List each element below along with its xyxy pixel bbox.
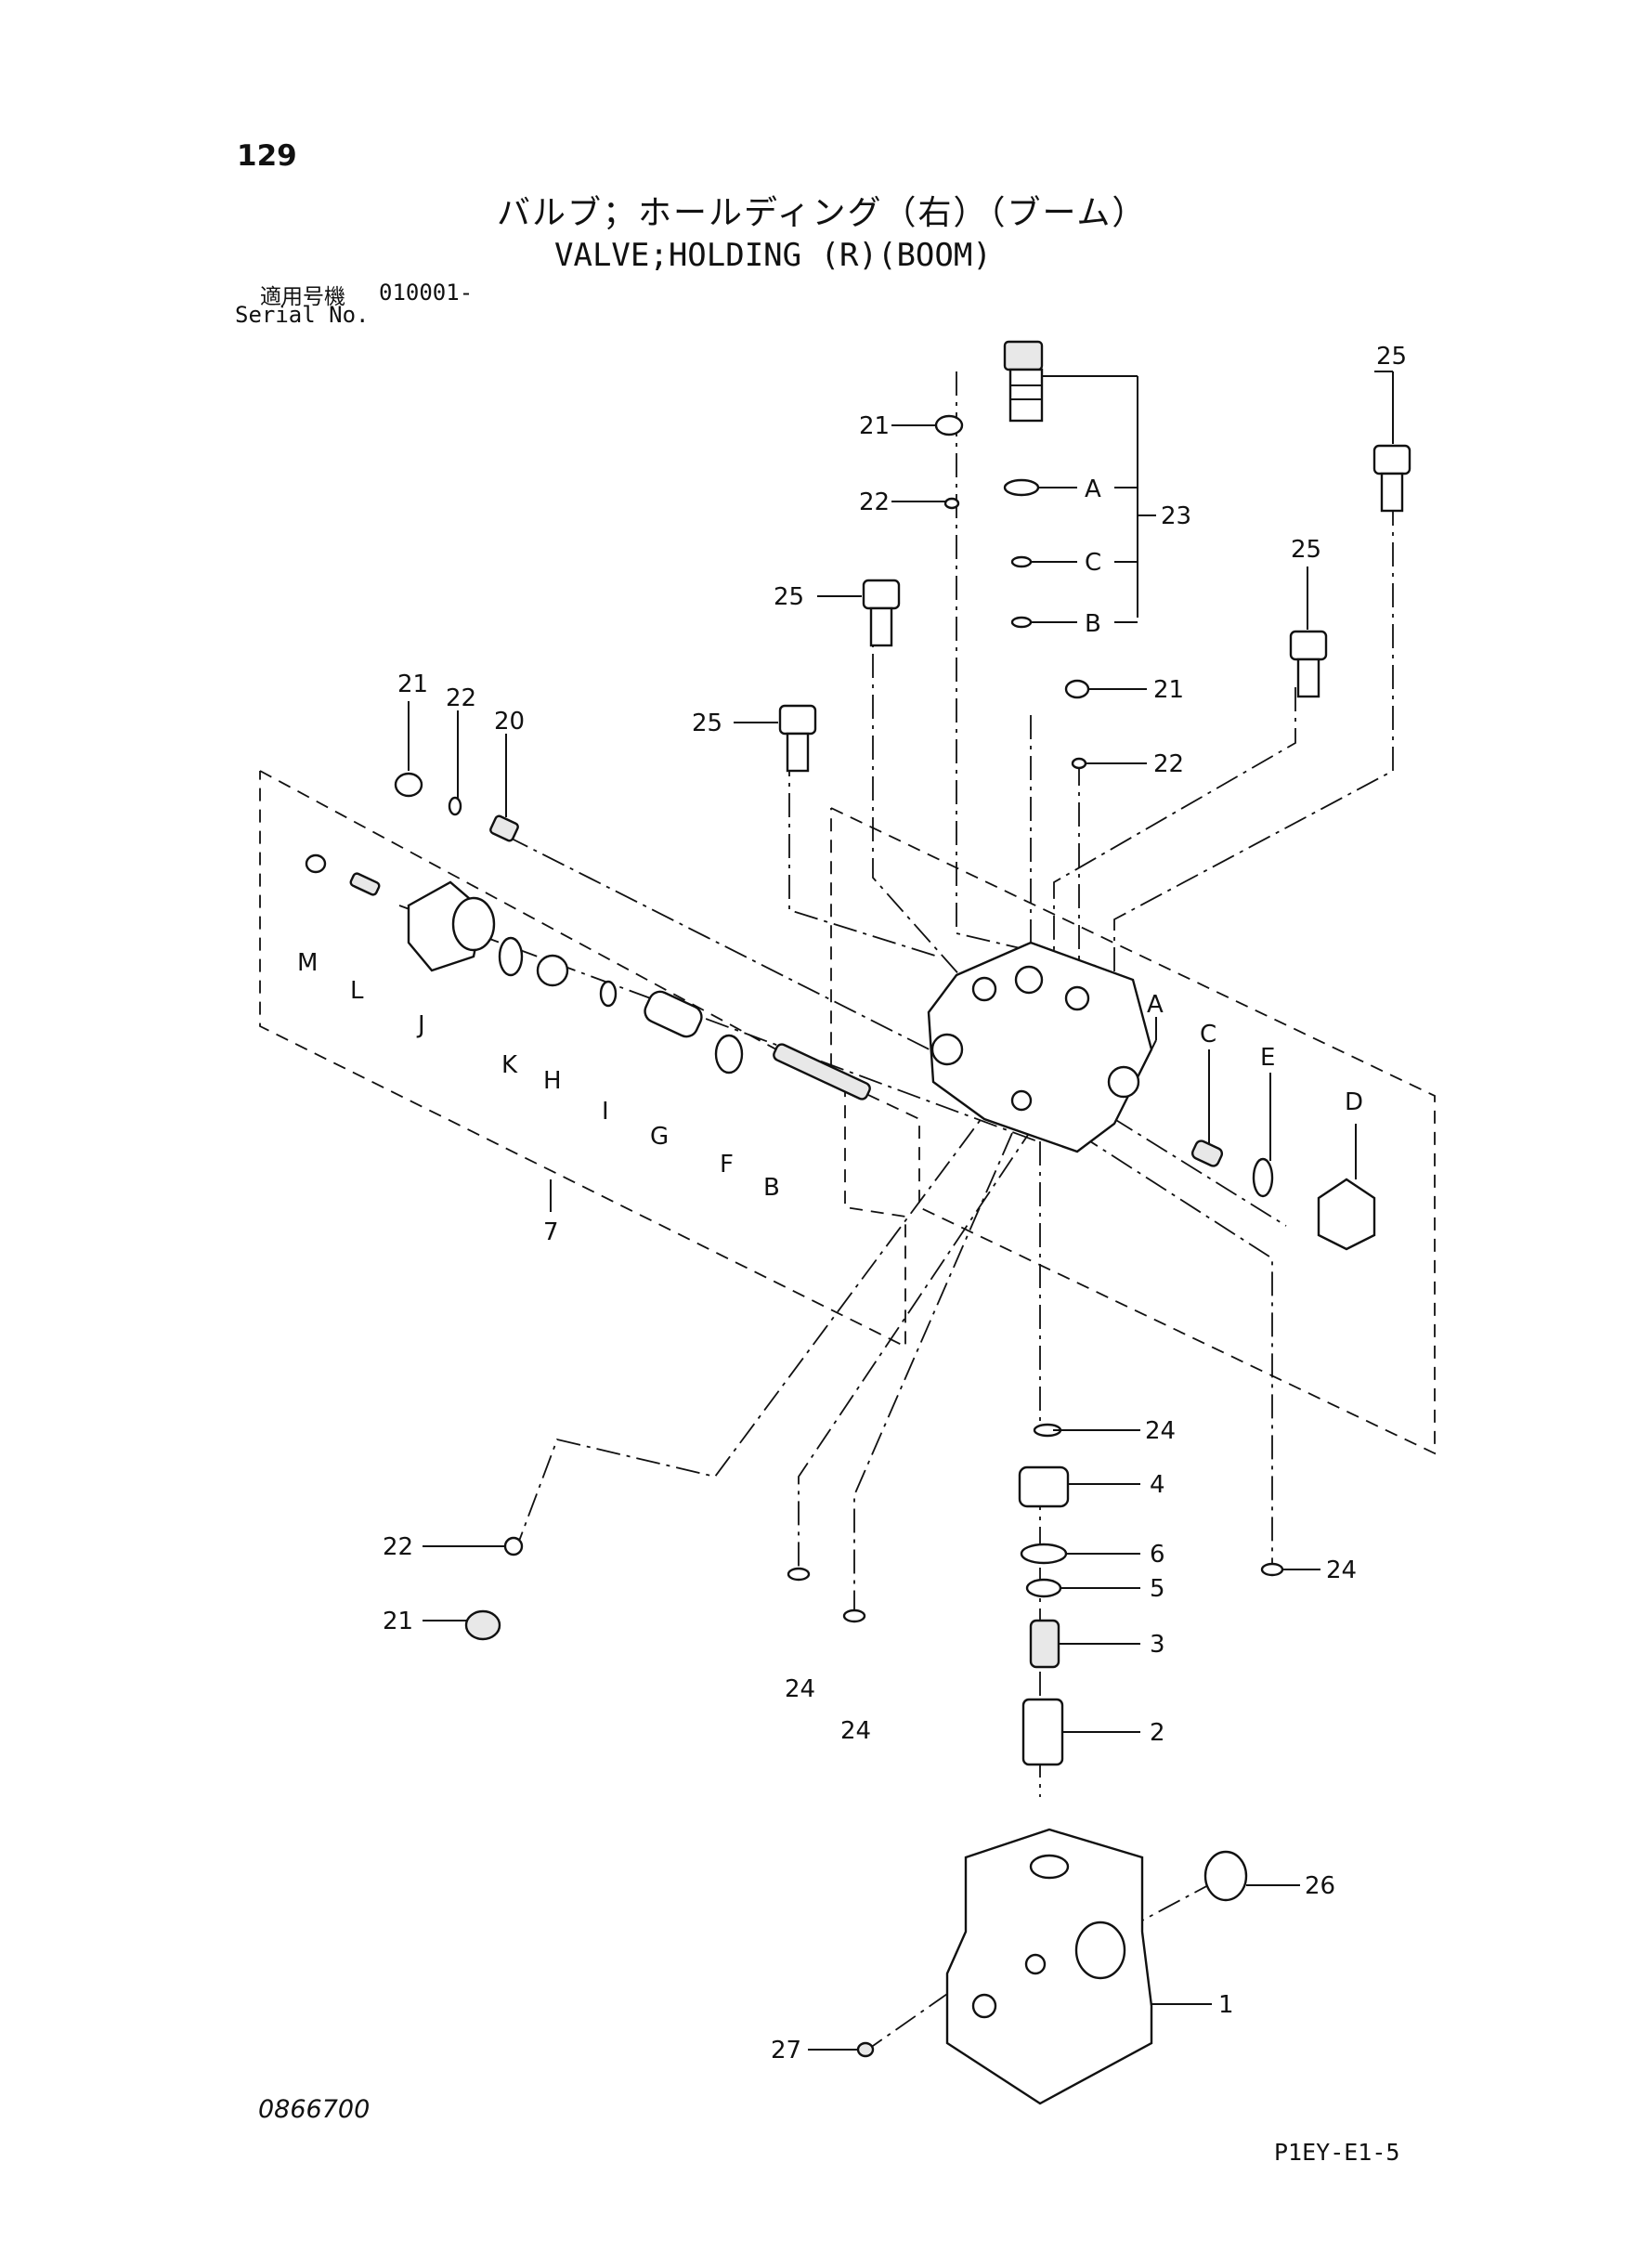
callout-21: 21 [1153,676,1184,704]
callout-6: 6 [1150,1541,1165,1569]
callout-A: A [1085,475,1101,503]
part-20-setscrew [489,814,519,842]
callout-26: 26 [1305,1872,1335,1900]
callout-H: H [543,1067,562,1095]
callout-B: B [1085,610,1101,638]
part-M-L-J-K-H-I [305,853,618,1008]
callout-C: C [1200,1021,1216,1048]
part-G-F-B [644,990,871,1100]
callout-F: F [720,1151,734,1179]
serial-value: 010001- [379,280,474,306]
callout-4: 4 [1150,1471,1165,1499]
callout-M: M [297,949,318,977]
callout-22: 22 [383,1533,413,1561]
callout-25: 25 [1376,343,1407,371]
callout-25: 25 [1291,536,1321,564]
callout-2: 2 [1150,1719,1165,1747]
serial-label-jp: 適用号機 [260,285,345,309]
part-26-oring [1203,1850,1248,1902]
callout-G: G [650,1123,669,1151]
part-22-orings [448,497,1087,1556]
callout-20: 20 [494,708,525,736]
callout-24: 24 [1326,1556,1357,1584]
assembly-lines [398,371,1394,2053]
part-23-orings [1003,478,1040,629]
callout-D: D [1345,1088,1363,1116]
callout-22: 22 [859,488,890,516]
callout-7: 7 [543,1218,559,1246]
page-number: 129 [237,139,297,173]
callout-L: L [350,977,364,1005]
callout-C: C [1085,549,1101,577]
callout-24: 24 [1145,1417,1176,1445]
part-1-valve-housing [945,1828,1153,2105]
callout-A: A [1147,991,1164,1019]
callout-22: 22 [1153,750,1184,778]
callout-5: 5 [1150,1575,1165,1603]
serial-label-en: Serial No. [235,302,370,328]
callout-J: J [416,1011,425,1039]
callout-K: K [501,1051,518,1079]
callout-22: 22 [446,684,476,712]
part-27-plug [856,2041,875,2058]
callout-24: 24 [840,1717,871,1745]
page-title-en: VALVE;HOLDING (R)(BOOM) [554,237,992,274]
page-code: P1EY-E1-5 [1274,2139,1400,2166]
page-title-jp: バルブ；ホールディング（右）（ブーム） [497,194,1148,232]
callout-21: 21 [397,671,428,698]
callout-1: 1 [1218,1991,1234,2019]
callout-I: I [602,1098,609,1126]
callout-25: 25 [692,710,722,737]
main-body-outline [830,807,1436,1455]
callout-21: 21 [859,412,890,440]
callout-labels: 21 22 A 23 C B 25 25 25 25 21 22 21 22 2… [297,343,1407,2064]
callout-25: 25 [774,583,804,611]
part-23-relief-valve [1003,340,1044,423]
callout-3: 3 [1150,1631,1165,1659]
callout-E: E [1260,1044,1275,1072]
callout-27: 27 [771,2037,801,2064]
callout-B: B [763,1174,780,1202]
callout-24: 24 [785,1675,815,1703]
part-4-6-5-3-2 [1018,1465,1070,1766]
callout-leaders [408,371,1394,2051]
part-C-E-D [1190,1140,1376,1251]
part-holding-valve-body [927,941,1153,1153]
callout-23: 23 [1161,502,1191,530]
callout-21: 21 [383,1608,413,1635]
document-number: 0866700 [258,2095,371,2124]
part-25-bolts [778,444,1411,773]
